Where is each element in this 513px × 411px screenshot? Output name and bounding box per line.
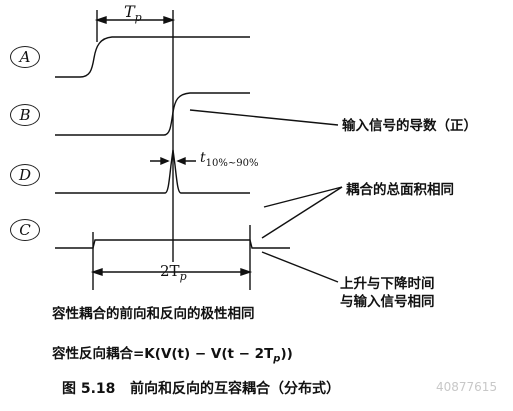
annotation-rise-fall-line2: 与输入信号相同: [340, 294, 435, 310]
leader-derivative: [189, 109, 339, 126]
twotp-label-sub: p: [179, 270, 187, 283]
twotp-arrow-left: [90, 268, 103, 276]
t1090-label: t10%~90%: [200, 150, 258, 169]
twotp-label-main: 2T: [160, 262, 180, 280]
note-formula-sub: p: [273, 353, 281, 365]
figure-number: 图 5.18: [62, 381, 116, 397]
note-formula: 容性反向耦合=K(V(t) − V(t − 2Tp)): [52, 342, 293, 365]
watermark-text: 40877615: [436, 380, 498, 394]
tp-arrow-right: [163, 16, 176, 24]
leader-area-d: [263, 186, 343, 208]
signal-d-letter: D: [18, 166, 32, 184]
signal-c-waveform: [55, 239, 290, 249]
note-formula-end: )): [280, 346, 293, 362]
signal-d-pulse: [55, 149, 250, 194]
signal-b-label: B: [10, 104, 40, 126]
tp-label: Tp: [124, 2, 142, 24]
signal-a-label: A: [10, 46, 40, 68]
signal-c-letter: C: [19, 221, 31, 239]
annotation-rise-fall-line1: 上升与下降时间: [340, 276, 435, 292]
leader-area-c: [261, 186, 343, 239]
tp-arrow-left: [94, 16, 107, 24]
signal-b-waveform: [55, 92, 250, 136]
signal-a-waveform: [55, 36, 250, 78]
t1090-arrow-right-head: [176, 156, 186, 166]
signal-d-label: D: [10, 164, 40, 186]
tp-label-sub: p: [134, 11, 142, 25]
note-formula-main: 容性反向耦合=K(V(t) − V(t − 2T: [52, 346, 274, 362]
t1090-label-main: t: [200, 150, 206, 166]
t1090-arrow-left-head: [160, 156, 170, 166]
signal-b-letter: B: [19, 106, 31, 124]
t1090-label-sub: 10%~90%: [205, 157, 259, 169]
tp-label-main: T: [124, 2, 135, 21]
leader-rise-fall: [261, 251, 339, 283]
note-polarity: 容性耦合的前向和反向的极性相同: [52, 306, 255, 322]
signal-a-letter: A: [19, 48, 31, 66]
annotation-coupled-area: 耦合的总面积相同: [346, 182, 454, 198]
figure-caption: 图 5.18 前向和反向的互容耦合（分布式）: [62, 378, 340, 398]
figure-caption-text: 前向和反向的互容耦合（分布式）: [130, 381, 341, 397]
signal-c-label: C: [10, 219, 40, 241]
annotation-derivative: 输入信号的导数（正）: [342, 118, 477, 134]
twotp-label: 2Tp: [160, 262, 187, 283]
twotp-arrow-right: [240, 268, 253, 276]
